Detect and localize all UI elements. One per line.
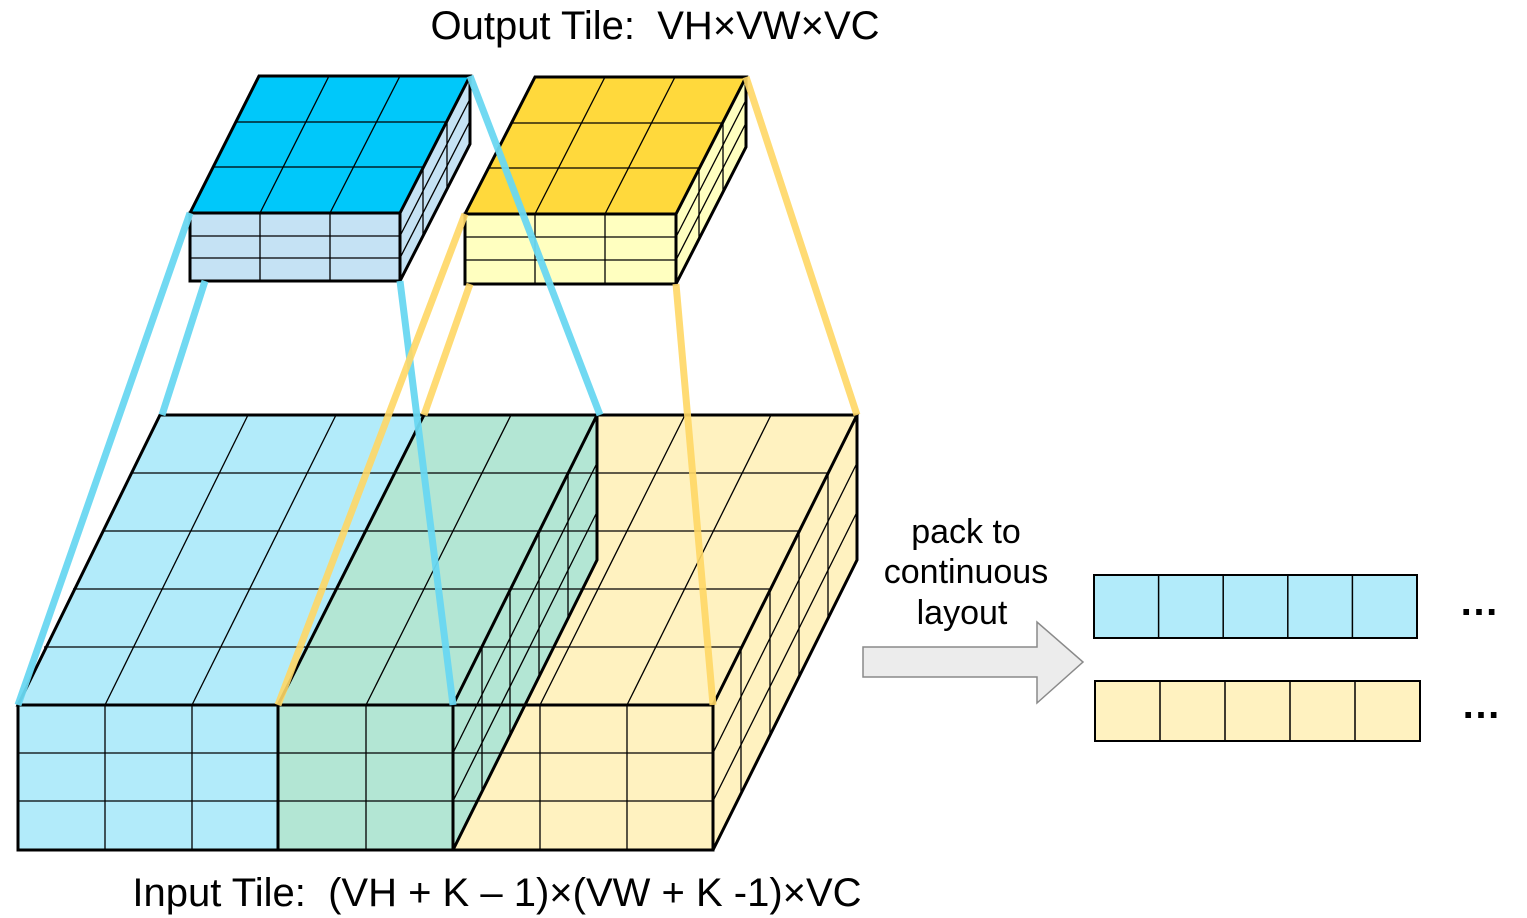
input-blue-top	[18, 415, 424, 705]
pack-label-line1: pack to	[911, 513, 1021, 551]
right-arrow-icon	[862, 620, 1085, 705]
output-tile-title: Output Tile: VH×VW×VC	[430, 4, 879, 48]
connector-yellow-4	[742, 75, 861, 417]
output-yellow-front	[465, 214, 676, 284]
output-blue-side	[400, 76, 470, 281]
tile-connectors	[14, 74, 861, 707]
connector-blue-1	[14, 211, 194, 707]
packed-blue-row	[1093, 574, 1418, 639]
connector-yellow-2	[420, 282, 474, 417]
ellipsis-yellow: …	[1461, 683, 1503, 727]
connector-blue-2	[158, 279, 209, 417]
input-yellow-side	[713, 415, 857, 850]
pack-label-line3: layout	[917, 594, 1008, 632]
packed-yellow-row	[1094, 680, 1421, 742]
pack-label-line2: continuous	[884, 553, 1048, 591]
input-green-side	[453, 415, 597, 850]
output-tile-blue	[187, 74, 473, 283]
output-blue-top	[190, 76, 470, 213]
input-tile-title: Input Tile: (VH + K – 1)×(VW + K -1)×VC	[132, 871, 861, 915]
output-yellow-side	[676, 77, 746, 284]
connector-yellow-3	[672, 283, 717, 706]
input-blue-front	[18, 705, 278, 850]
output-tile-yellow	[462, 75, 749, 286]
connector-yellow-1	[274, 212, 469, 707]
ellipsis-blue: …	[1459, 580, 1501, 624]
output-yellow-top	[465, 77, 746, 214]
output-blue-front	[190, 213, 400, 281]
connector-blue-4	[466, 74, 604, 417]
input-tile	[15, 413, 860, 852]
